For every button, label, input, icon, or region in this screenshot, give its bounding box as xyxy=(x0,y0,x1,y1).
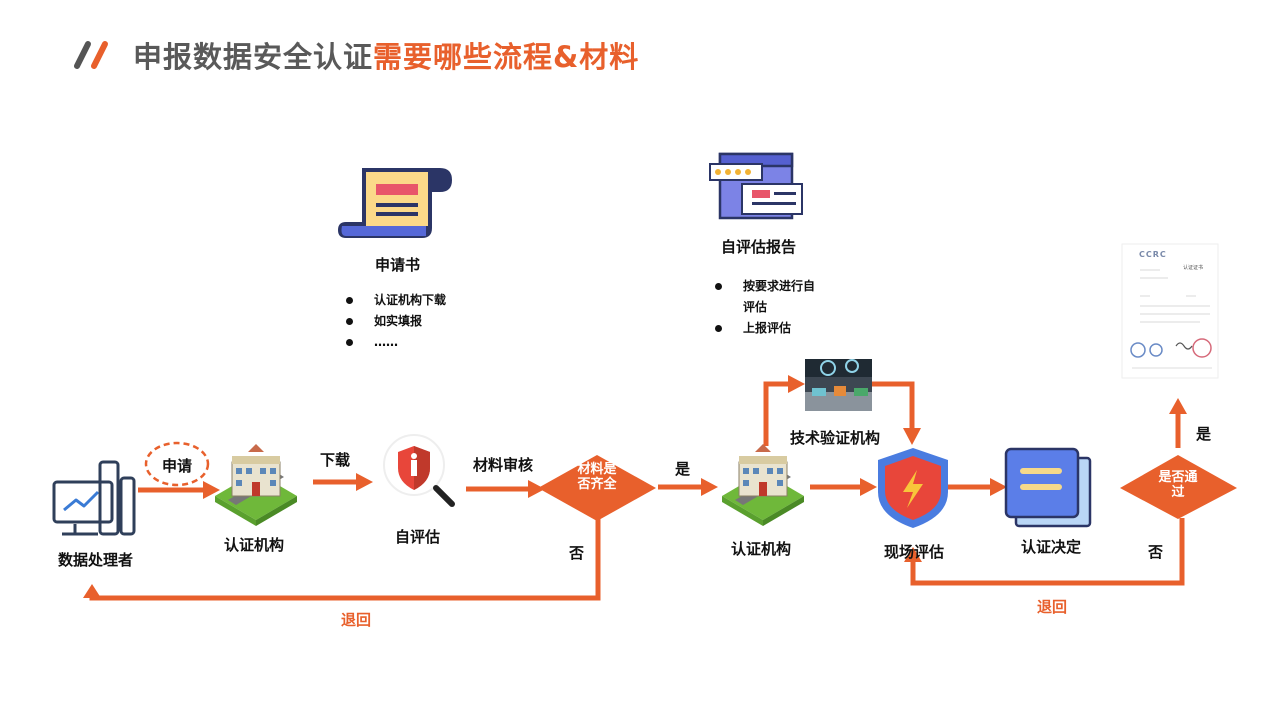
label-data-processor: 数据处理者 xyxy=(58,551,134,569)
title-main: 申报数据安全认证 xyxy=(133,40,374,74)
decision-material-diamond xyxy=(538,455,656,521)
self-report-window-icon xyxy=(709,152,803,220)
label-self-assess: 自评估 xyxy=(395,528,441,546)
tech-lab-photo xyxy=(805,359,872,411)
arrow-tech-to-onsite xyxy=(872,381,915,430)
return-loop-1 xyxy=(89,518,601,601)
onsite-shield-icon xyxy=(878,448,948,528)
title-slash-icon xyxy=(74,41,108,69)
apply-ellipse xyxy=(144,441,210,487)
self-report-list: 按要求进行自评估 上报评估 xyxy=(713,276,817,339)
page-title: 申报数据安全认证需要哪些流程&材料 xyxy=(133,34,639,76)
label-return-1: 退回 xyxy=(341,611,372,629)
label-apply: 申请 xyxy=(162,457,193,475)
label-yes-2: 是 xyxy=(1196,425,1212,443)
label-onsite-assess: 现场评估 xyxy=(884,543,945,561)
list-item: 如实填报 xyxy=(344,311,454,332)
list-item: 按要求进行自评估 xyxy=(713,276,817,318)
building-icon xyxy=(215,444,297,526)
certificate-header: CCRC xyxy=(1139,250,1167,259)
list-item: …… xyxy=(344,332,454,353)
decision-pass-diamond xyxy=(1120,455,1237,519)
decision-document-icon xyxy=(1004,447,1092,528)
label-decision-material: 材料是否齐全 xyxy=(577,462,617,492)
certificate-image xyxy=(1121,243,1219,379)
label-yes-1: 是 xyxy=(675,460,691,478)
title-accent: 需要哪些流程&材料 xyxy=(373,40,640,74)
label-material-review: 材料审核 xyxy=(473,456,534,474)
self-report-title: 自评估报告 xyxy=(721,238,797,256)
label-return-2: 退回 xyxy=(1037,598,1068,616)
label-no-2: 否 xyxy=(1148,543,1164,561)
label-cert-body-2: 认证机构 xyxy=(731,540,792,558)
label-decision-pass: 是否通过 xyxy=(1158,470,1198,500)
application-form-list: 认证机构下载 如实填报 …… xyxy=(344,290,454,353)
list-item: 上报评估 xyxy=(713,318,817,339)
label-cert-body-1: 认证机构 xyxy=(224,536,285,554)
self-assess-icon xyxy=(383,434,455,507)
building-icon xyxy=(722,444,804,526)
application-form-title: 申请书 xyxy=(375,256,421,274)
certificate-doc-title: 认证证书 xyxy=(1183,265,1204,271)
label-cert-decision: 认证决定 xyxy=(1021,538,1082,556)
label-download: 下载 xyxy=(320,451,351,469)
data-processor-icon xyxy=(52,460,136,536)
label-no-1: 否 xyxy=(569,544,585,562)
label-tech-body: 技术验证机构 xyxy=(790,429,881,447)
application-scroll-icon xyxy=(338,168,452,238)
list-item: 认证机构下载 xyxy=(344,290,454,311)
arrow-to-tech xyxy=(763,381,790,446)
return-loop-2 xyxy=(910,518,1185,586)
